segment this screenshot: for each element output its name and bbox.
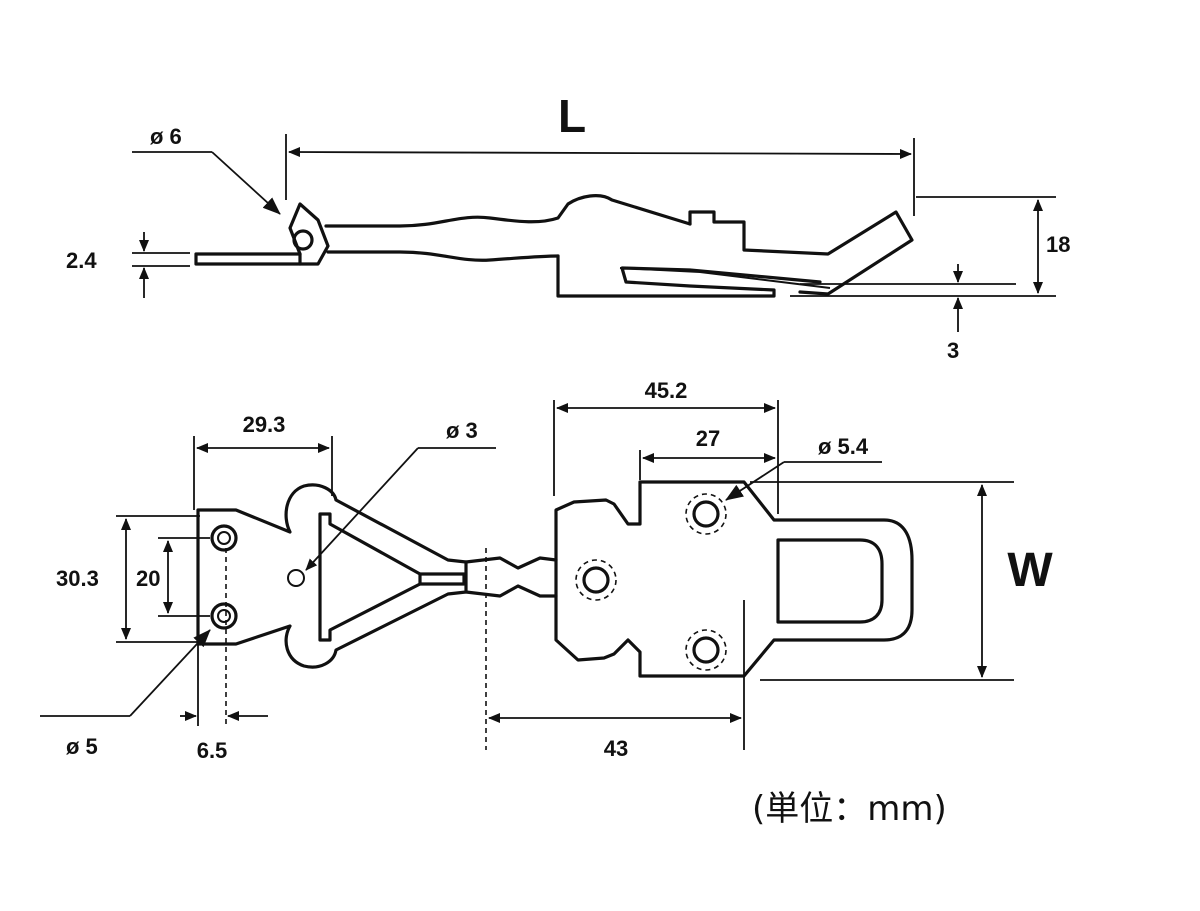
side-hinge-pin xyxy=(292,229,314,251)
label-phi6: ø 6 xyxy=(150,124,182,149)
label-3: 3 xyxy=(947,338,959,363)
side-left-tab xyxy=(194,252,302,266)
base-hole-bottom-inner xyxy=(217,609,231,623)
phi3-leader xyxy=(305,447,419,571)
side-view: L ø 6 2.4 18 3 xyxy=(66,90,1070,363)
side-arm-upper xyxy=(324,194,692,228)
hook-rivet-middle xyxy=(582,566,610,594)
label-29-3: 29.3 xyxy=(243,412,286,437)
base-hole-bottom xyxy=(210,602,238,630)
side-hook-inner xyxy=(619,267,831,289)
label-45-2: 45.2 xyxy=(645,378,688,403)
unit-note: (単位：mm) xyxy=(752,789,947,829)
label-l: L xyxy=(558,90,586,142)
side-hook-plate xyxy=(688,210,914,296)
hook-rivet-top-outer xyxy=(685,493,727,535)
hook-rivet-middle-outer xyxy=(575,559,617,601)
side-hinge-curl xyxy=(288,202,330,266)
hook-plate xyxy=(554,480,914,678)
hook-rivet-bottom-outer xyxy=(685,629,727,671)
hook-rivet-bottom xyxy=(692,636,720,664)
label-43: 43 xyxy=(604,736,628,761)
label-20: 20 xyxy=(136,566,160,591)
base-hole-top xyxy=(210,524,238,552)
phi5-leader xyxy=(129,629,211,717)
phi6-leader xyxy=(211,151,281,215)
base-plate xyxy=(196,483,468,669)
label-phi5: ø 5 xyxy=(66,734,98,759)
hook-rivet-top xyxy=(692,500,720,528)
dim-l-line xyxy=(288,147,912,159)
side-latch-body xyxy=(556,254,822,298)
base-hole-top-inner xyxy=(217,531,231,545)
label-30-3: 30.3 xyxy=(56,566,99,591)
label-w: W xyxy=(1007,544,1053,597)
base-pivot-hole xyxy=(287,569,305,587)
hook-opening xyxy=(776,538,884,624)
label-6-5: 6.5 xyxy=(197,738,228,763)
label-2-4: 2.4 xyxy=(66,248,97,273)
label-phi3: ø 3 xyxy=(446,418,478,443)
label-18: 18 xyxy=(1046,232,1070,257)
side-arm-lower xyxy=(326,250,560,262)
label-phi5-4: ø 5.4 xyxy=(818,434,869,459)
base-cutout xyxy=(318,512,422,642)
base-slot xyxy=(418,572,466,586)
label-27: 27 xyxy=(696,426,720,451)
phi5-4-leader xyxy=(725,461,785,501)
top-view: 29.3 ø 3 45.2 27 ø 5.4 W 30.3 20 xyxy=(40,378,1053,763)
link-arm xyxy=(464,556,558,598)
